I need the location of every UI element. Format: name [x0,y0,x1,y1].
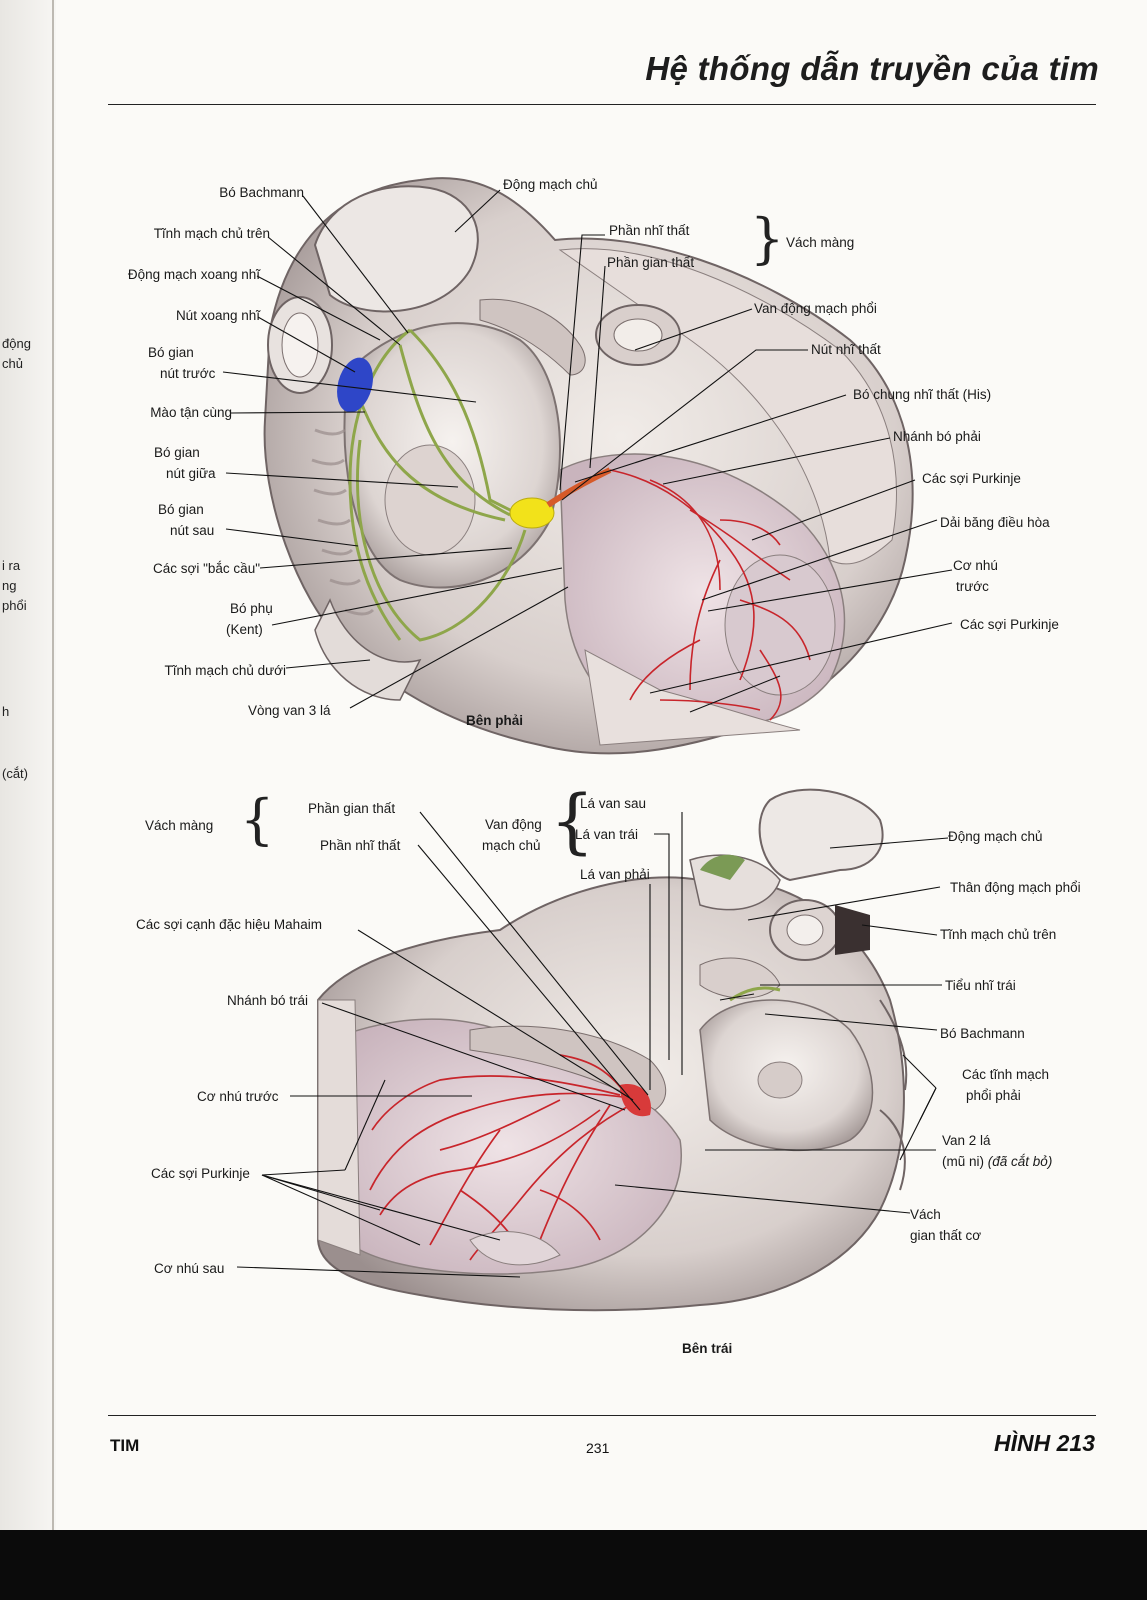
header-rule [108,104,1096,105]
leader-lines-bottom [236,811,949,1278]
label-tinh-mach-chu-tren: Tĩnh mạch chủ trên [153,226,270,241]
caption-ben-trai: Bên trái [682,1341,733,1356]
brace-van-dong-mach-chu: { [550,780,595,862]
label-mahaim: Các sợi cạnh đặc hiệu Mahaim [136,917,322,932]
brace-vach-mang-bottom: { [240,788,275,851]
label-phan-nhi-that-bottom: Phần nhĩ thất [320,838,401,853]
label-phan-gian-that-top: Phần gian thất [607,255,695,270]
label-van-2-la: Van 2 lá(mũ ni) (đã cắt bỏ) [942,1133,1053,1169]
page-number: 231 [586,1440,610,1456]
label-van-dong-mach-phoi: Van động mạch phổi [754,301,877,316]
label-dai-bang-dieu-hoa: Dải băng điều hòa [940,515,1050,530]
label-tinh-mach-chu-tren-bottom: Tĩnh mạch chủ trên [940,927,1057,942]
label-than-dong-mach-phoi: Thân động mạch phổi [950,880,1081,895]
label-tinh-mach-chu-duoi: Tĩnh mạch chủ dưới [164,663,286,678]
label-bo-bachmann-bottom: Bó Bachmann [940,1026,1025,1041]
label-dong-mach-xoang-nhi: Động mạch xoang nhĩ [127,267,260,282]
footer-section: TIM [110,1436,140,1455]
label-la-van-sau: Lá van sau [580,796,647,811]
label-nhanh-bo-trai: Nhánh bó trái [227,993,309,1008]
book-spine [52,0,54,1530]
label-cac-soi-bac-cau: Các sợi "bắc cầu" [153,561,260,576]
label-nut-nhi-that: Nút nhĩ thất [811,342,881,357]
label-mao-tan-cung: Mào tận cùng [150,405,232,420]
heart-illustration [222,177,953,1312]
margin-text: (cắt) [2,766,28,781]
label-phan-nhi-that-top: Phần nhĩ thất [609,223,690,238]
label-bo-bachmann: Bó Bachmann [219,185,304,200]
label-tieu-nhi-trai: Tiểu nhĩ trái [945,978,1016,993]
label-bo-chung-nhi-that: Bó chung nhĩ thất (His) [853,387,992,402]
label-cac-soi-purkinje-1: Các sợi Purkinje [922,471,1021,486]
leader-lines-top [222,189,953,713]
label-la-van-trai: Lá van trái [575,827,639,842]
label-phan-gian-that-bottom: Phần gian thất [308,801,396,816]
caption-ben-phai: Bên phải [466,713,524,728]
left-heart-view [317,788,908,1312]
label-dong-mach-chu-top: Động mạch chủ [503,177,598,192]
label-cac-soi-purkinje-2: Các sợi Purkinje [960,617,1059,632]
label-bo-phu-kent: Bó phụ(Kent) [226,601,273,637]
label-nut-xoang-nhi: Nút xoang nhĩ [175,308,260,323]
page-title: Hệ thống dẫn truyền của tim [645,50,1099,87]
label-nhanh-bo-phai: Nhánh bó phải [893,429,981,444]
scan-background [0,1530,1147,1600]
label-co-nhu-sau: Cơ nhú sau [154,1261,225,1276]
label-vong-van-3-la: Vòng van 3 lá [248,703,331,718]
label-dong-mach-chu-bottom: Động mạch chủ [948,829,1043,844]
margin-text: h [2,704,10,719]
label-cac-soi-purkinje-bottom: Các sợi Purkinje [151,1166,250,1181]
right-heart-view [263,177,914,755]
label-co-nhu-truoc-bottom: Cơ nhú trước [197,1089,279,1104]
label-vach-mang-bottom: Vách màng [145,818,214,833]
label-la-van-phai: Lá van phải [580,867,650,882]
figure-number: HÌNH 213 [994,1430,1095,1456]
brace-vach-mang-top: } [750,207,785,270]
label-vach-mang-top: Vách màng [786,235,855,250]
footer-rule [108,1415,1096,1416]
